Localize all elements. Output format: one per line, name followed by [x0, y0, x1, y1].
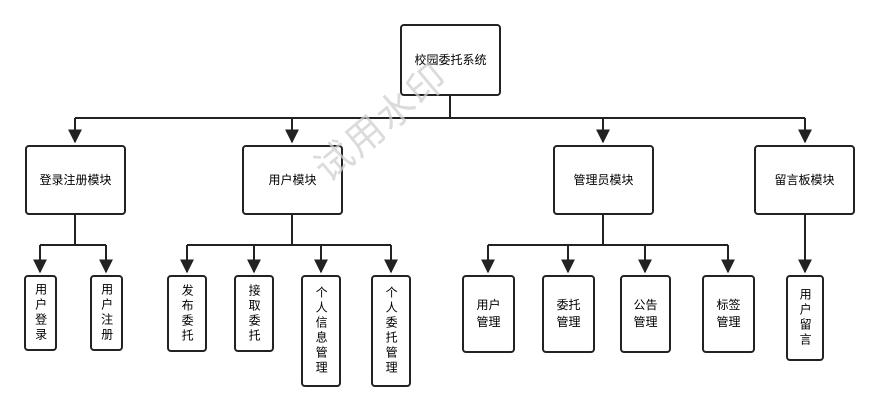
module-node-admin: 管理员模块: [553, 145, 654, 215]
leaf-node-personal-info: 个人信息管理: [301, 275, 341, 387]
leaf-node-accept-request: 接取委托: [234, 275, 274, 352]
leaf-node-personal-requests: 个人委托管理: [371, 275, 411, 387]
leaf-label: 用户登录: [33, 283, 48, 343]
leaf-label: 用户注册: [99, 283, 114, 343]
module-label: 登录注册模块: [39, 172, 112, 187]
leaf-label: 接取委托: [247, 283, 262, 344]
leaf-node-user-login: 用户登录: [24, 275, 57, 351]
leaf-label: 发布委托: [180, 283, 195, 344]
module-label: 留言板模块: [774, 172, 835, 187]
module-label: 用户模块: [268, 172, 317, 187]
leaf-node-user-management: 用户管理: [462, 275, 515, 353]
leaf-label: 个人信息管理: [314, 286, 329, 376]
leaf-label: 个人委托管理: [384, 286, 399, 376]
module-label: 管理员模块: [573, 172, 634, 187]
root-label: 校园委托系统: [414, 52, 487, 67]
leaf-label: 公告管理: [633, 297, 658, 329]
leaf-node-user-message: 用户留言: [786, 275, 824, 361]
leaf-node-notice-management: 公告管理: [620, 275, 671, 353]
leaf-label: 用户留言: [798, 288, 813, 348]
leaf-label: 标签管理: [716, 297, 741, 329]
leaf-node-tag-management: 标签管理: [702, 275, 755, 353]
module-node-message-board: 留言板模块: [754, 145, 855, 215]
leaf-node-user-register: 用户注册: [90, 275, 123, 351]
leaf-label: 用户管理: [476, 297, 501, 329]
root-node: 校园委托系统: [400, 24, 501, 96]
leaf-label: 委托管理: [556, 297, 581, 329]
module-node-user: 用户模块: [242, 145, 343, 215]
leaf-node-publish-request: 发布委托: [167, 275, 207, 352]
module-node-login-register: 登录注册模块: [25, 145, 126, 215]
leaf-node-request-management: 委托管理: [542, 275, 595, 353]
